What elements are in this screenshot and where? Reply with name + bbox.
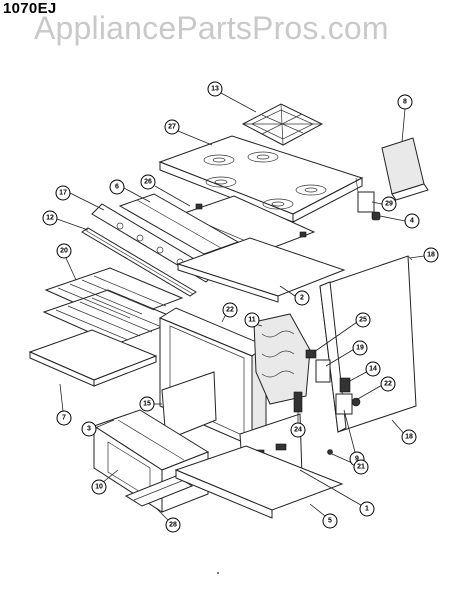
part-21 xyxy=(327,449,333,455)
svg-text:18: 18 xyxy=(427,252,435,259)
insulation-blanket xyxy=(253,313,311,405)
broiler-element xyxy=(124,475,194,507)
top-cover xyxy=(176,237,346,303)
svg-text:28: 28 xyxy=(169,522,177,529)
callout-21: 21 xyxy=(353,459,369,475)
callout-1: 1 xyxy=(359,501,375,517)
svg-text:8: 8 xyxy=(403,99,407,106)
cooktop-panel xyxy=(158,135,364,223)
callout-27: 27 xyxy=(164,119,180,135)
door-liner xyxy=(161,371,217,441)
svg-text:3: 3 xyxy=(87,426,91,433)
callout-22-door: 22 xyxy=(222,302,238,318)
callout-20: 20 xyxy=(56,243,72,259)
model-number: 1070EJ xyxy=(3,0,57,17)
callout-18-top: 18 xyxy=(423,247,439,263)
callout-25: 25 xyxy=(355,312,371,328)
svg-text:22: 22 xyxy=(384,381,392,388)
callouts: 13 8 27 26 6 17 xyxy=(42,81,439,533)
svg-text:5: 5 xyxy=(328,518,332,525)
svg-text:10: 10 xyxy=(95,484,103,491)
callout-29: 29 xyxy=(381,196,397,212)
svg-text:27: 27 xyxy=(168,124,176,131)
base-panel xyxy=(174,445,344,519)
part-4 xyxy=(371,211,381,221)
leader-lines xyxy=(56,92,425,525)
svg-text:26: 26 xyxy=(144,179,152,186)
backguard xyxy=(381,137,429,201)
callout-8: 8 xyxy=(397,94,413,110)
callout-3: 3 xyxy=(81,421,97,437)
svg-text:25: 25 xyxy=(359,317,367,324)
burner-grate xyxy=(241,103,324,146)
watermark-text: AppliancePartsPros.com xyxy=(34,10,389,46)
callout-19: 19 xyxy=(352,340,368,356)
svg-text:20: 20 xyxy=(60,248,68,255)
callout-7: 7 xyxy=(56,410,72,426)
side-panel xyxy=(319,255,417,433)
svg-text:24: 24 xyxy=(294,427,302,434)
callout-6: 6 xyxy=(109,179,125,195)
callout-26: 26 xyxy=(140,174,156,190)
svg-text:2: 2 xyxy=(300,295,304,302)
svg-text:22: 22 xyxy=(226,307,234,314)
svg-text:14: 14 xyxy=(369,366,377,373)
callout-28: 28 xyxy=(165,517,181,533)
callout-2: 2 xyxy=(294,290,310,306)
broiler-pan xyxy=(28,329,158,387)
svg-text:12: 12 xyxy=(46,215,54,222)
svg-text:1: 1 xyxy=(365,506,369,513)
svg-text:9: 9 xyxy=(355,456,359,463)
svg-text:29: 29 xyxy=(385,201,393,208)
callout-12: 12 xyxy=(42,210,58,226)
callout-11: 11 xyxy=(244,312,260,328)
svg-text:19: 19 xyxy=(356,345,364,352)
svg-text:6: 6 xyxy=(115,184,119,191)
svg-text:21: 21 xyxy=(357,464,365,471)
svg-text:11: 11 xyxy=(248,317,256,324)
svg-text:18: 18 xyxy=(405,434,413,441)
callout-10: 10 xyxy=(91,479,107,495)
svg-text:4: 4 xyxy=(410,218,414,225)
svg-text:17: 17 xyxy=(59,190,67,197)
svg-text:13: 13 xyxy=(211,86,219,93)
svg-text:7: 7 xyxy=(62,415,66,422)
callout-24: 24 xyxy=(290,422,306,438)
callout-15: 15 xyxy=(139,396,155,412)
callout-18-bottom: 18 xyxy=(401,429,417,445)
callout-4: 4 xyxy=(404,213,420,229)
callout-14: 14 xyxy=(365,361,381,377)
callout-22-controls: 22 xyxy=(380,376,396,392)
callout-17: 17 xyxy=(55,185,71,201)
page-mark xyxy=(217,572,219,574)
svg-text:15: 15 xyxy=(143,401,151,408)
callout-5: 5 xyxy=(322,513,338,529)
callout-13: 13 xyxy=(207,81,223,97)
